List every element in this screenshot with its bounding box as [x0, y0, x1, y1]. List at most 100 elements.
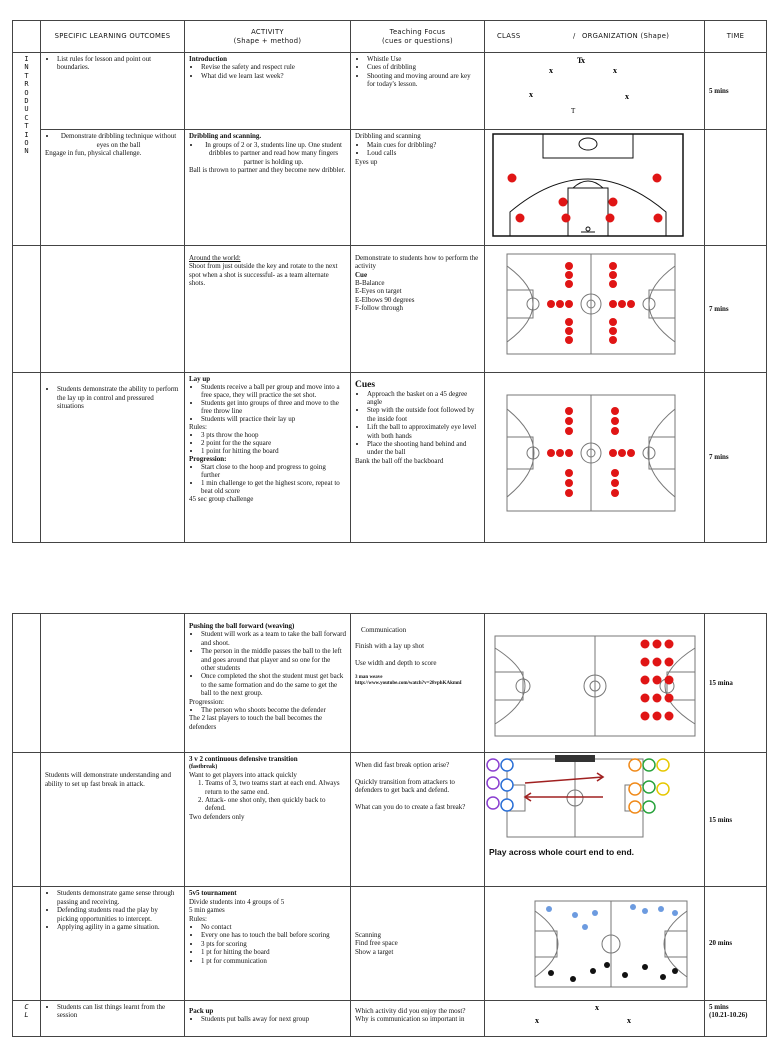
focus-intro: Demonstrate to students how to perform t… [355, 253, 479, 271]
activity-title: Lay up [189, 375, 211, 384]
table-row: Around the world: Shoot from just outsid… [12, 244, 767, 374]
student-marker: x [581, 56, 585, 65]
list-item: Every one has to touch the ball before s… [201, 931, 346, 939]
blank-cell [12, 612, 41, 754]
activity-cell: Dribbling and scanning. In groups of 2 o… [184, 129, 351, 246]
header-activity: ACTIVITY (Shape + method) [184, 20, 351, 53]
focus-line: When did fast break option arise? [355, 761, 450, 770]
list-item: Place the shooting hand behind and under… [367, 440, 480, 457]
outcome-extra: Engage in fun, physical challenge. [45, 149, 142, 158]
list-item: List rules for lesson and point out boun… [57, 55, 180, 72]
full-court-diagram [494, 635, 696, 737]
focus-extra: Bank the ball off the backboard [355, 456, 444, 465]
rules-label: Rules: [189, 423, 207, 432]
student-marker: x [535, 1016, 539, 1025]
list-item: Students put balls away for next group [201, 1015, 346, 1023]
class-formation-diagram: T x x x x x T [529, 56, 629, 115]
time-cell: 7 mins [704, 372, 767, 543]
focus-line: Use width and depth to score [355, 658, 437, 667]
arrow-icon [523, 772, 605, 803]
focus-line: E-Elbows 90 degrees [355, 295, 415, 304]
header-organization: ORGANIZATION (Shape) [582, 32, 670, 41]
header-class-org: CLASS / ORGANIZATION (Shape) [484, 20, 705, 53]
list-item: Main cues for dribbling? [367, 141, 480, 149]
focus-cell: Whistle Use Cues of dribbling Shooting a… [350, 51, 485, 131]
list-item: 2 point for the the square [201, 439, 346, 447]
focus-cell: When did fast break option arise? Quickl… [350, 752, 485, 888]
video-title: 3 man weave [355, 675, 383, 681]
focus-line: Finish with a lay up shot [355, 642, 425, 651]
outcome-cell: Students can list things learnt from the… [40, 999, 185, 1037]
student-marker: x [625, 92, 629, 101]
time-cell: 15 mins [704, 752, 767, 888]
activity-title: Introduction [189, 55, 227, 63]
focus-cell: Communication Finish with a lay up shot … [350, 612, 485, 754]
focus-cell: Cues Approach the basket on a 45 degree … [350, 372, 485, 543]
list-item: 3 pts for scoring [201, 940, 346, 948]
focus-title: Cues [355, 380, 376, 391]
list-item: Students receive a ball per group and mo… [201, 383, 346, 399]
player-markers-black [548, 962, 678, 983]
list-item: Students demonstrate game sense through … [57, 889, 180, 906]
activity-title: Pushing the ball forward (weaving) [189, 622, 295, 630]
video-link[interactable]: http://www.youtube.com/watch?v=28vphKAkm… [355, 681, 462, 687]
class-formation-diagram: x x x [535, 1003, 631, 1025]
focus-line: F-follow through [355, 304, 404, 313]
list-item: Students can list things learnt from the… [57, 1003, 180, 1020]
header-activity-sub: (Shape + method) [233, 36, 302, 45]
list-item: Step with the outside foot followed by t… [367, 406, 480, 423]
focus-line: Why is communication so important in [355, 1015, 465, 1024]
activity-cell: 5v5 tournament Divide students into 4 gr… [184, 886, 351, 1001]
organization-diagram [484, 886, 705, 1001]
header-time: TIME [704, 20, 767, 53]
time-cell: 5 mins [704, 51, 767, 131]
list-item: 1 pt for communication [201, 957, 346, 965]
outcome-cell: Students demonstrate the ability to perf… [40, 372, 185, 543]
activity-cell: Around the world: Shoot from just outsid… [184, 244, 351, 374]
teacher-marker: T [571, 107, 576, 115]
header-outcomes: SPECIFIC LEARNING OUTCOMES [40, 20, 185, 53]
header-row: SPECIFIC LEARNING OUTCOMES ACTIVITY (Sha… [12, 20, 767, 53]
table-row: Students demonstrate game sense through … [12, 886, 767, 1001]
time-cell: 20 mins [704, 886, 767, 1001]
list-item: What did we learn last week? [201, 72, 346, 80]
player-markers-blue [546, 904, 678, 931]
focus-line: E-Eyes on target [355, 287, 402, 296]
activity-extra: Ball is thrown to partner and they becom… [189, 166, 346, 175]
diagram-caption: Play across whole court end to end. [489, 846, 635, 857]
list-item: Demonstrate dribbling technique without … [57, 132, 180, 149]
header-focus-sub: (cues or questions) [382, 36, 453, 45]
focus-cell: Dribbling and scanning Main cues for dri… [350, 129, 485, 246]
full-court-diagram [534, 900, 688, 988]
scoreboard-icon [555, 755, 595, 763]
activity-title: 3 v 2 continuous defensive transition [189, 755, 298, 764]
ball-markers [640, 639, 674, 721]
table-row: Demonstrate dribbling technique without … [13, 129, 767, 246]
full-court-diagram [506, 253, 676, 355]
focus-cell: Scanning Find free space Show a target [350, 886, 485, 1001]
lesson-plan-table-1: SPECIFIC LEARNING OUTCOMES ACTIVITY (Sha… [12, 20, 767, 543]
outcome-cell: List rules for lesson and point out boun… [40, 51, 185, 131]
activity-title: Around the world: [189, 253, 241, 262]
outcome-cell [40, 612, 185, 754]
student-marker: x [627, 1016, 631, 1025]
blank-cell [12, 244, 41, 374]
ball-markers [547, 407, 635, 498]
time-cell [704, 129, 767, 246]
focus-line: Quickly transition from attackers to def… [355, 777, 455, 795]
focus-intro: Dribbling and scanning [355, 132, 421, 141]
list-item: Approach the basket on a 45 degree angle [367, 390, 480, 407]
list-item: 1 min challenge to get the highest score… [201, 479, 346, 495]
student-marker: x [613, 66, 617, 75]
header-focus: Teaching Focus (cues or questions) [350, 20, 485, 53]
outcome-cell: Demonstrate dribbling technique without … [40, 129, 185, 246]
ball-markers [547, 261, 635, 344]
table-row: Students demonstrate the ability to perf… [12, 372, 767, 543]
focus-line: Scanning [355, 931, 382, 939]
table-row: Pushing the ball forward (weaving) Stude… [12, 612, 767, 754]
organization-diagram [484, 244, 705, 374]
focus-cue-label: Cue [355, 270, 368, 279]
blank-cell [12, 372, 41, 543]
time-range: (10.21-10.26) [709, 1011, 748, 1020]
